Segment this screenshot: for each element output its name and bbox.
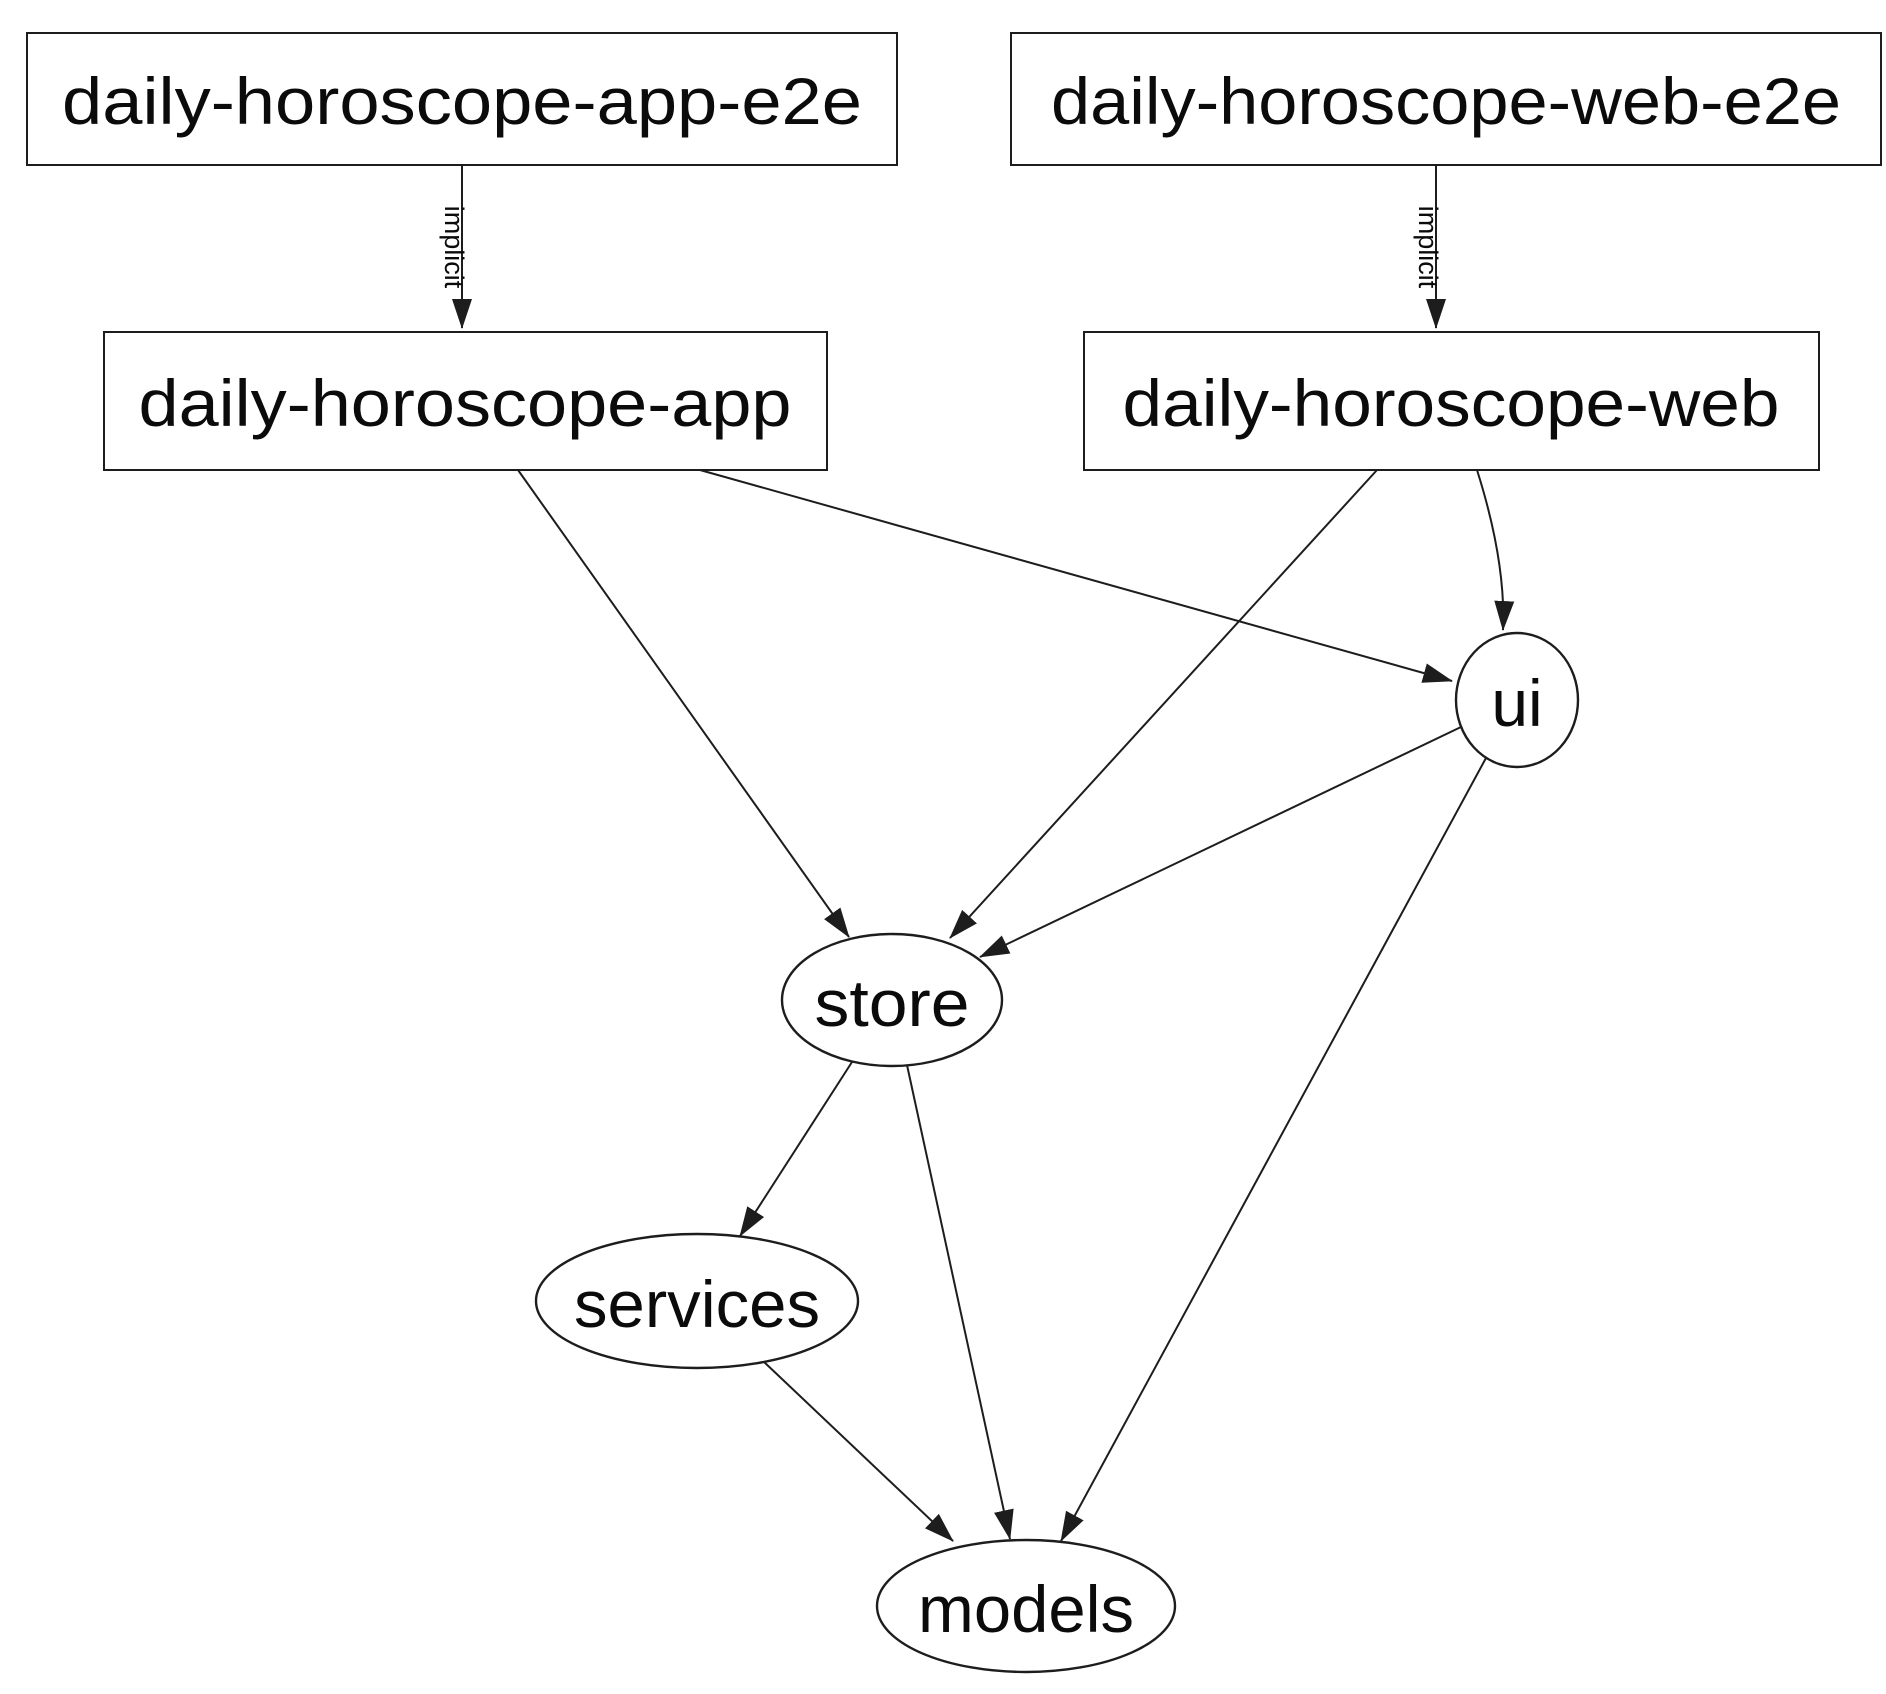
node-box-daily-horoscope-app-e2e — [26, 32, 898, 166]
nodes: daily-horoscope-app-e2e daily-horoscope-… — [26, 32, 1882, 1674]
edge-label-implicit-web: implicit — [1413, 206, 1443, 289]
edge-ui-to-store — [979, 726, 1462, 958]
node-store: store — [780, 932, 1004, 1068]
edge-store-to-services — [739, 1061, 853, 1237]
node-label-daily-horoscope-web-e2e: daily-horoscope-web-e2e — [1051, 64, 1841, 138]
edge-web-to-store — [949, 469, 1378, 939]
node-label-models: models — [918, 1572, 1134, 1646]
node-box-daily-horoscope-web-e2e — [1010, 32, 1882, 166]
node-label-store: store — [815, 966, 970, 1040]
edge-app-to-store — [517, 469, 850, 938]
node-services: services — [534, 1232, 860, 1370]
node-daily-horoscope-app: daily-horoscope-app — [103, 331, 828, 471]
edge-store-to-models — [906, 1064, 1014, 1540]
node-label-daily-horoscope-app: daily-horoscope-app — [139, 366, 792, 440]
node-ellipse-store — [780, 932, 1004, 1068]
edge-app-to-ui — [699, 469, 1453, 683]
node-models: models — [875, 1538, 1177, 1674]
node-box-daily-horoscope-app — [103, 331, 828, 471]
node-label-ui: ui — [1491, 666, 1542, 740]
edge-label-implicit-app: implicit — [439, 206, 469, 289]
node-daily-horoscope-web: daily-horoscope-web — [1083, 331, 1820, 471]
node-label-daily-horoscope-app-e2e: daily-horoscope-app-e2e — [62, 64, 862, 138]
node-label-services: services — [574, 1267, 820, 1341]
node-ellipse-services — [534, 1232, 860, 1370]
edge-services-to-models — [762, 1360, 954, 1542]
edge-app-e2e-to-app: implicit — [439, 165, 472, 329]
node-box-daily-horoscope-web — [1083, 331, 1820, 471]
edge-web-to-ui — [1476, 469, 1515, 631]
edge-web-e2e-to-web: implicit — [1413, 165, 1446, 329]
node-ellipse-models — [875, 1538, 1177, 1674]
node-ellipse-ui — [1454, 631, 1580, 769]
node-label-daily-horoscope-web: daily-horoscope-web — [1123, 366, 1780, 440]
node-daily-horoscope-web-e2e: daily-horoscope-web-e2e — [1010, 32, 1882, 166]
node-daily-horoscope-app-e2e: daily-horoscope-app-e2e — [26, 32, 898, 166]
edge-ui-to-models — [1060, 757, 1487, 1542]
node-ui: ui — [1454, 631, 1580, 769]
edges: implicit implicit — [439, 165, 1515, 1542]
